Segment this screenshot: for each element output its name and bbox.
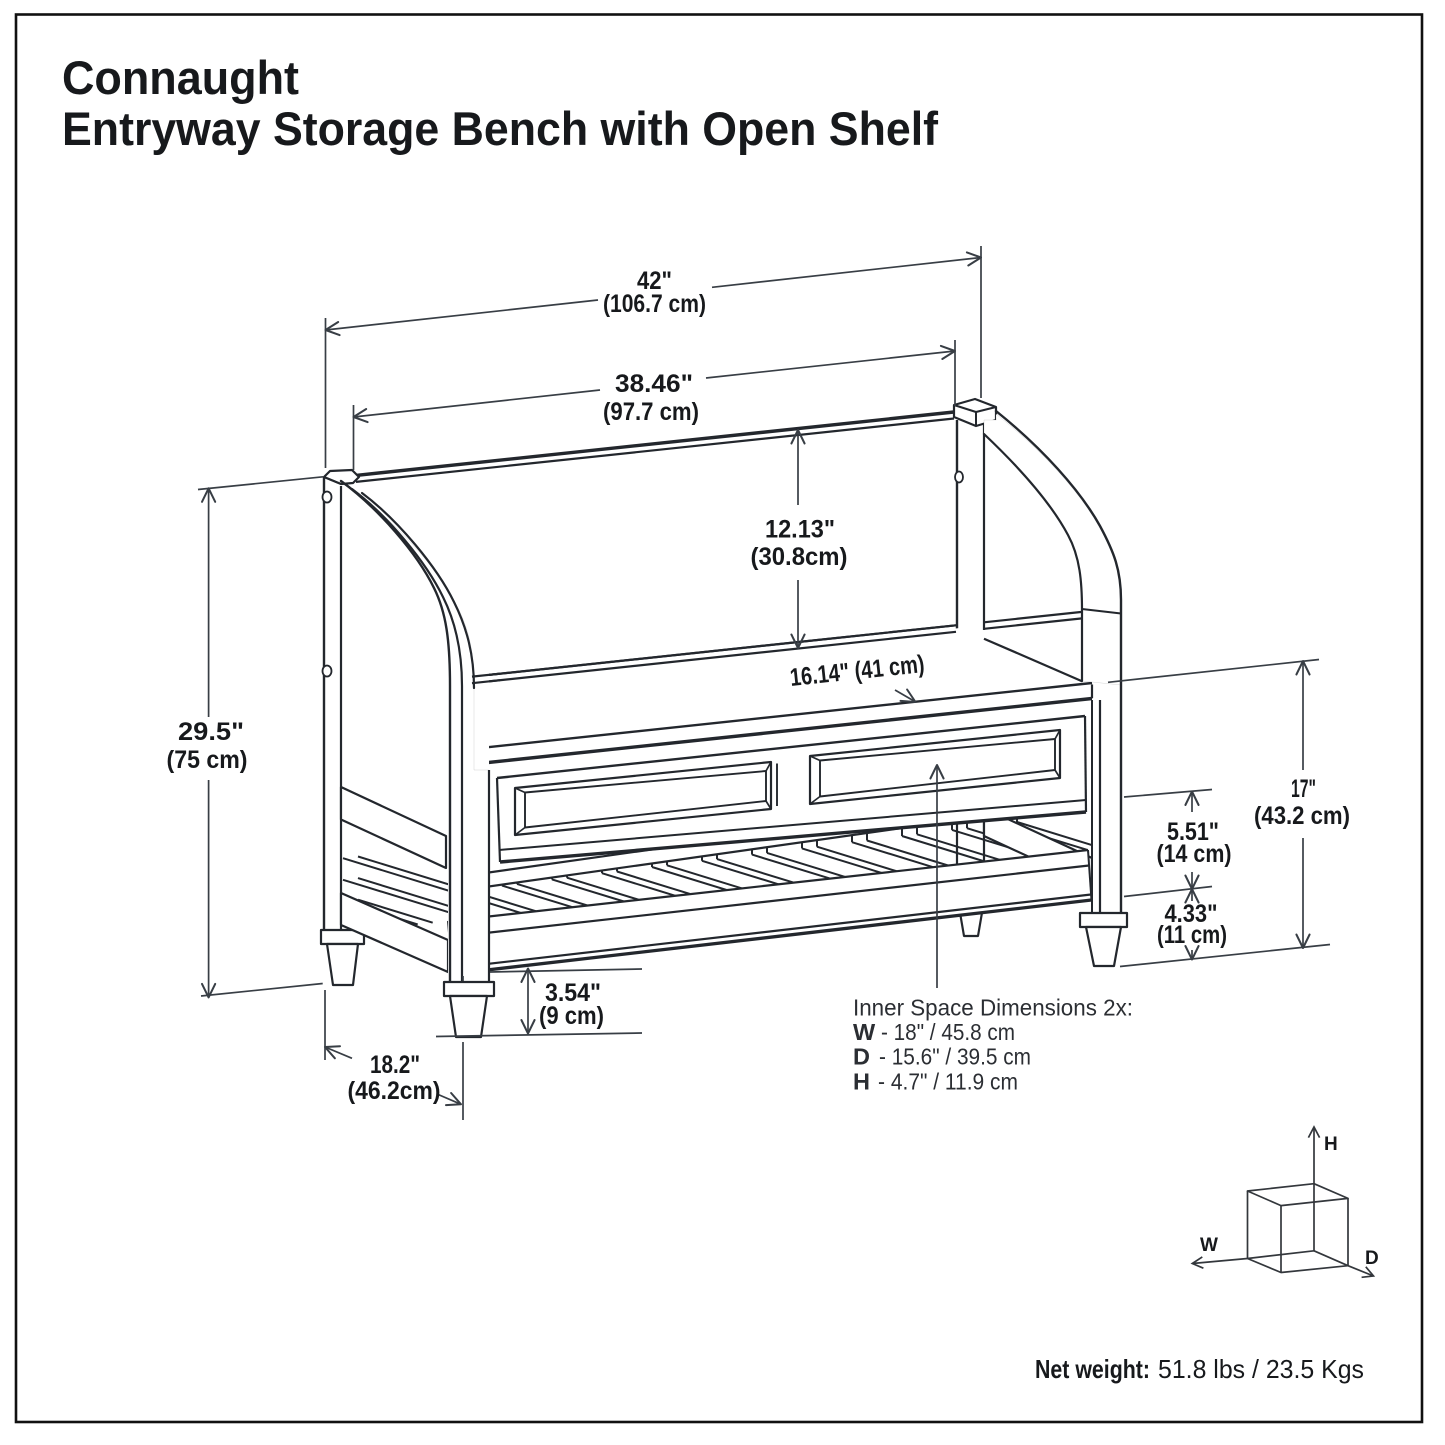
svg-text:(9 cm): (9 cm) xyxy=(539,1002,604,1030)
svg-text:(97.7 cm): (97.7 cm) xyxy=(603,398,699,426)
svg-text:29.5": 29.5" xyxy=(178,718,244,746)
svg-text:17": 17" xyxy=(1291,775,1316,803)
svg-text:3.54": 3.54" xyxy=(545,979,601,1007)
svg-text:- 4.7" / 11.9 cm: - 4.7" / 11.9 cm xyxy=(878,1068,1018,1094)
svg-text:- 18" / 45.8 cm: - 18" / 45.8 cm xyxy=(881,1019,1015,1045)
svg-text:- 15.6" / 39.5 cm: - 15.6" / 39.5 cm xyxy=(879,1044,1031,1070)
svg-text:(30.8cm): (30.8cm) xyxy=(751,543,848,571)
svg-text:H: H xyxy=(853,1068,870,1094)
svg-text:42": 42" xyxy=(637,267,672,295)
svg-text:51.8 lbs / 23.5 Kgs: 51.8 lbs / 23.5 Kgs xyxy=(1158,1354,1364,1384)
svg-text:D: D xyxy=(853,1044,870,1070)
svg-text:W: W xyxy=(853,1019,876,1045)
svg-text:Inner Space Dimensions 2x:: Inner Space Dimensions 2x: xyxy=(853,994,1133,1020)
svg-text:Connaught: Connaught xyxy=(62,52,299,105)
svg-text:H: H xyxy=(1324,1134,1338,1155)
svg-text:D: D xyxy=(1365,1248,1379,1269)
svg-text:(11 cm): (11 cm) xyxy=(1157,921,1227,949)
svg-text:Entryway Storage Bench with Op: Entryway Storage Bench with Open Shelf xyxy=(62,103,938,156)
svg-text:4.33": 4.33" xyxy=(1165,900,1218,928)
svg-text:(14 cm): (14 cm) xyxy=(1157,840,1232,868)
svg-text:38.46": 38.46" xyxy=(615,370,693,398)
svg-text:18.2": 18.2" xyxy=(370,1051,420,1079)
svg-text:(75 cm): (75 cm) xyxy=(167,746,248,774)
svg-text:12.13": 12.13" xyxy=(765,516,835,544)
svg-text:Net weight:: Net weight: xyxy=(1035,1354,1150,1384)
svg-text:(43.2 cm): (43.2 cm) xyxy=(1254,802,1350,830)
svg-text:5.51": 5.51" xyxy=(1167,818,1219,846)
svg-text:W: W xyxy=(1200,1235,1218,1256)
svg-text:(46.2cm): (46.2cm) xyxy=(348,1077,441,1105)
svg-text:(106.7 cm): (106.7 cm) xyxy=(603,290,706,318)
